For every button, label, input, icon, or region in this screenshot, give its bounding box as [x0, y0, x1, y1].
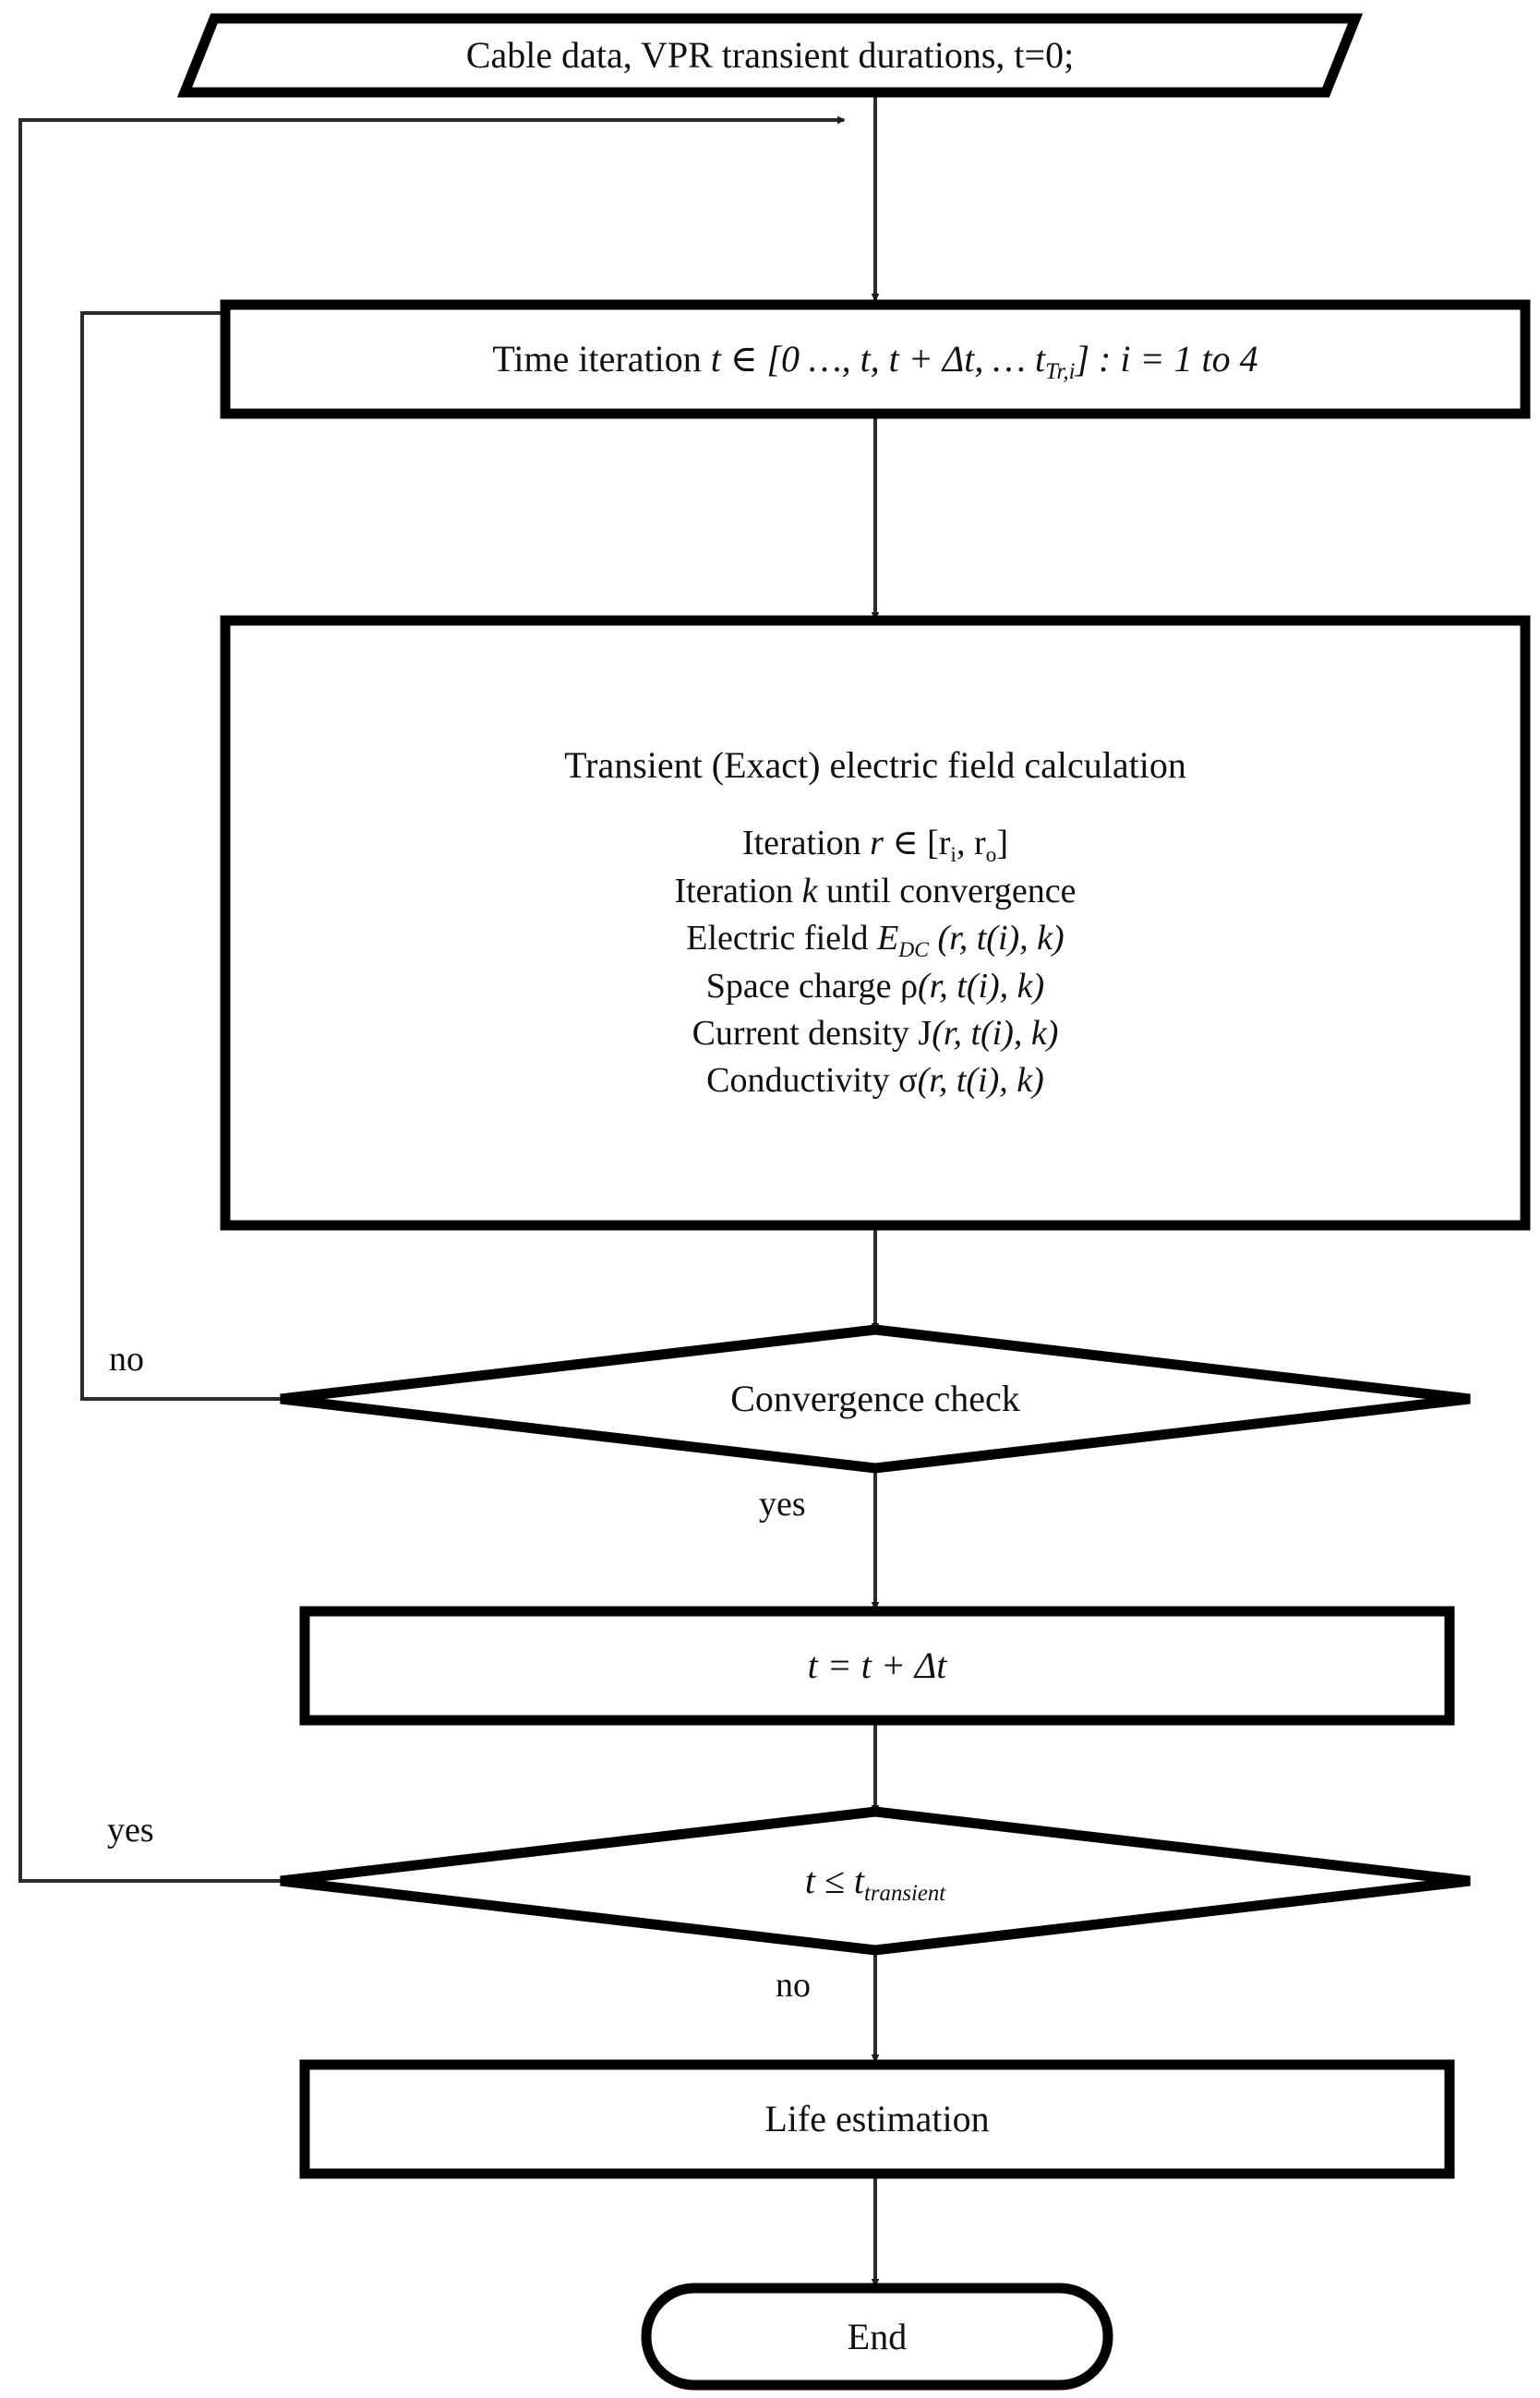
node-shape-convergence-check[interactable]: [280, 1324, 1471, 1474]
edge-transient-yes-loop: [18, 115, 846, 1883]
node-shape-life-estimation[interactable]: [299, 2059, 1455, 2179]
node-shape-calculation[interactable]: [220, 615, 1531, 1231]
node-shape-time-update[interactable]: [299, 1606, 1455, 1726]
node-shape-end[interactable]: [641, 2283, 1113, 2391]
node-shape-start[interactable]: [176, 13, 1364, 98]
node-shape-time-iteration[interactable]: [220, 299, 1531, 419]
node-shape-transient-check[interactable]: [280, 1806, 1471, 1956]
